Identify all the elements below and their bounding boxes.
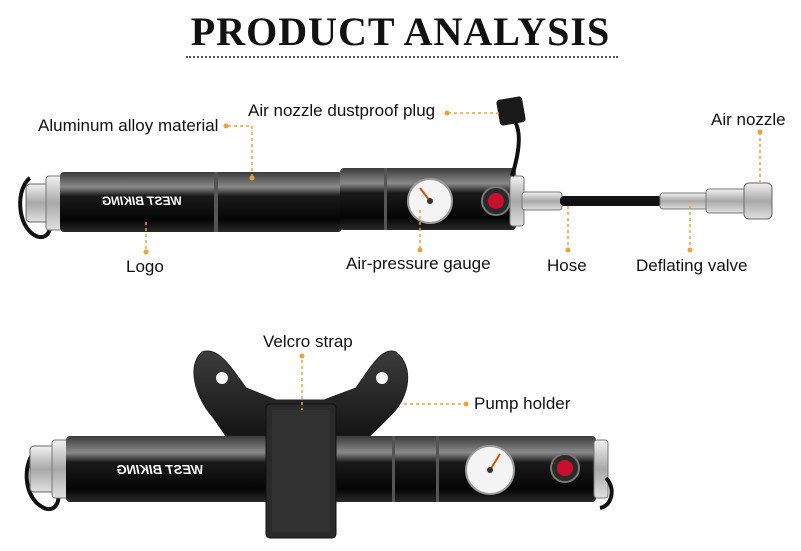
leader-dots	[143, 110, 763, 407]
page-title: PRODUCT ANALYSIS	[190, 9, 611, 54]
label-hose: Hose	[547, 256, 587, 275]
top-brand-text: WEST BIKING	[102, 194, 182, 208]
label-pump-holder: Pump holder	[474, 394, 571, 413]
label-logo: Logo	[126, 257, 164, 276]
leader-lines	[145, 112, 761, 410]
dustproof-plug-icon	[510, 116, 521, 177]
label-velcro-strap: Velcro strap	[263, 332, 353, 351]
leader-aluminum	[228, 125, 253, 178]
label-air-pressure-gauge: Air-pressure gauge	[346, 254, 491, 273]
label-deflating-valve: Deflating valve	[636, 256, 748, 275]
label-dustproof-plug: Air nozzle dustproof plug	[248, 101, 436, 120]
top-pump: WEST BIKING	[18, 96, 773, 239]
bottom-brand-text: WEST BIKING	[117, 462, 204, 477]
air-nozzle-head	[743, 182, 773, 220]
bottom-pump: WEST BIKING	[24, 350, 614, 539]
deflating-valve	[659, 192, 711, 210]
hose	[560, 196, 662, 206]
label-air-nozzle: Air nozzle	[711, 110, 786, 129]
top-pump-barrel	[60, 172, 342, 232]
pump-holder	[193, 350, 409, 437]
title-underline	[186, 56, 618, 58]
label-aluminum-alloy: Aluminum alloy material	[38, 116, 219, 135]
